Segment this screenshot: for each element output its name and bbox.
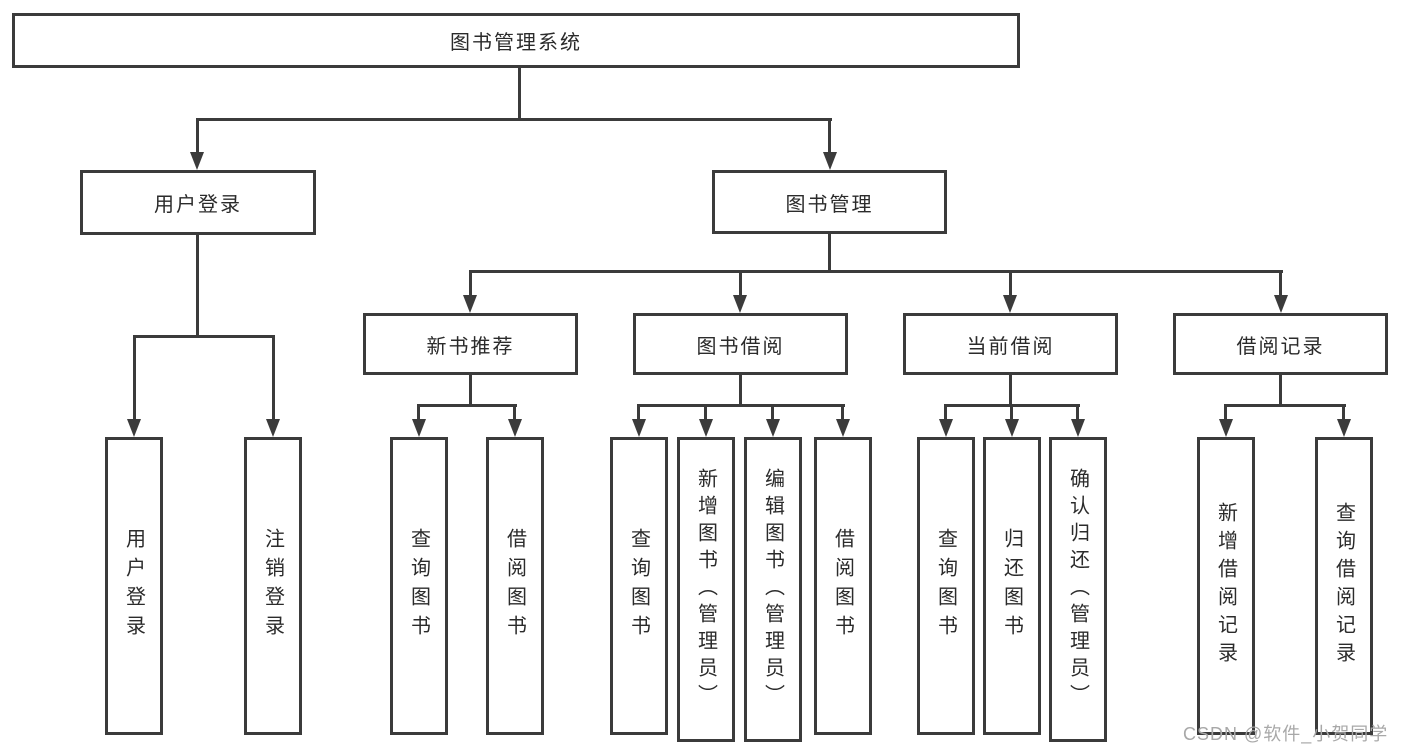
arrow-down-icon xyxy=(1274,295,1288,313)
connector-leaf-stem xyxy=(944,404,947,421)
node-book-borrowing: 图书借阅 xyxy=(633,313,848,375)
leaf-add-book-admin: 新增图书（管理员） xyxy=(677,437,735,742)
arrow-down-icon xyxy=(412,419,426,437)
connector-to-borrow-records xyxy=(1279,270,1282,297)
connector-to-new-book xyxy=(469,270,472,297)
connector-new-book-distributor xyxy=(418,404,517,407)
node-book-management: 图书管理 xyxy=(712,170,947,234)
leaf-query-book-current: 查询图书 xyxy=(917,437,975,735)
arrow-down-icon xyxy=(699,419,713,437)
leaf-user-login: 用户登录 xyxy=(105,437,163,735)
connector-current-borrow-stem xyxy=(1009,375,1012,407)
connector-borrow-records-stem xyxy=(1279,375,1282,407)
connector-new-book-stem xyxy=(469,375,472,407)
connector-leaf-stem xyxy=(841,404,844,421)
leaf-borrow-book: 借阅图书 xyxy=(814,437,872,735)
leaf-edit-book-admin: 编辑图书（管理员） xyxy=(744,437,802,742)
arrow-down-icon xyxy=(266,419,280,437)
leaf-return-book: 归还图书 xyxy=(983,437,1041,735)
connector-to-user-login xyxy=(196,118,199,154)
leaf-query-book-recommend: 查询图书 xyxy=(390,437,448,735)
connector-book-borrow-distributor xyxy=(638,404,845,407)
arrow-down-icon xyxy=(127,419,141,437)
connector-leaf-stem xyxy=(1224,404,1227,421)
connector-borrow-records-distributor xyxy=(1225,404,1346,407)
arrow-down-icon xyxy=(939,419,953,437)
arrow-down-icon xyxy=(733,295,747,313)
connector-root-distributor xyxy=(196,118,832,121)
connector-leaf-stem xyxy=(513,404,516,421)
connector-leaf-stem xyxy=(771,404,774,421)
arrow-down-icon xyxy=(632,419,646,437)
leaf-logout: 注销登录 xyxy=(244,437,302,735)
connector-leaf-stem xyxy=(1076,404,1079,421)
connector-user-login-distributor xyxy=(133,335,275,338)
node-borrowing-records: 借阅记录 xyxy=(1173,313,1388,375)
leaf-query-borrow-record: 查询借阅记录 xyxy=(1315,437,1373,735)
arrow-down-icon xyxy=(1003,295,1017,313)
connector-to-book-mgmt xyxy=(828,118,831,154)
arrow-down-icon xyxy=(1219,419,1233,437)
leaf-confirm-return-admin: 确认归还（管理员） xyxy=(1049,437,1107,742)
connector-leaf-stem xyxy=(1010,404,1013,421)
connector-book-mgmt-distributor xyxy=(469,270,1283,273)
connector-to-book-borrow xyxy=(739,270,742,297)
node-current-borrowing: 当前借阅 xyxy=(903,313,1118,375)
node-library-system: 图书管理系统 xyxy=(12,13,1020,68)
connector-to-logout-leaf xyxy=(272,335,275,421)
arrow-down-icon xyxy=(1071,419,1085,437)
arrow-down-icon xyxy=(766,419,780,437)
connector-root-stem xyxy=(518,68,521,118)
connector-to-login-leaf xyxy=(133,335,136,421)
node-new-book-recommend: 新书推荐 xyxy=(363,313,578,375)
csdn-watermark: CSDN @软件_小贺同学 xyxy=(1183,724,1389,744)
arrow-down-icon xyxy=(508,419,522,437)
connector-user-login-stem xyxy=(196,235,199,338)
leaf-borrow-book-recommend: 借阅图书 xyxy=(486,437,544,735)
connector-to-current-borrow xyxy=(1009,270,1012,297)
arrow-down-icon xyxy=(1337,419,1351,437)
connector-book-borrow-stem xyxy=(739,375,742,407)
arrow-down-icon xyxy=(836,419,850,437)
leaf-query-book-borrowing: 查询图书 xyxy=(610,437,668,735)
connector-leaf-stem xyxy=(704,404,707,421)
connector-book-mgmt-stem xyxy=(828,234,831,273)
node-user-login: 用户登录 xyxy=(80,170,316,235)
leaf-add-borrow-record: 新增借阅记录 xyxy=(1197,437,1255,735)
arrow-down-icon xyxy=(1005,419,1019,437)
arrow-down-icon xyxy=(463,295,477,313)
connector-leaf-stem xyxy=(417,404,420,421)
arrow-down-icon xyxy=(823,152,837,170)
connector-leaf-stem xyxy=(1342,404,1345,421)
connector-leaf-stem xyxy=(637,404,640,421)
arrow-down-icon xyxy=(190,152,204,170)
